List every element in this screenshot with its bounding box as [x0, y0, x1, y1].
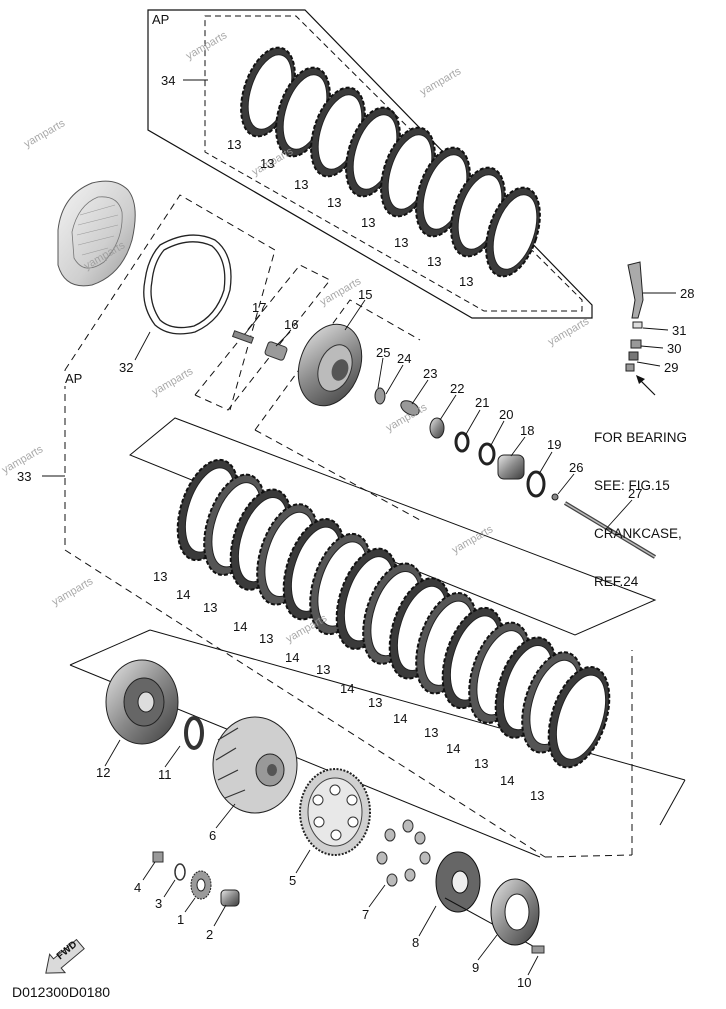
spring-part — [264, 341, 288, 361]
stack-plate-label: 13 — [259, 631, 274, 646]
kit-plate-label: 13 — [427, 254, 442, 269]
push-rod-part — [563, 501, 657, 559]
note-line: SEE: FIG.15 — [594, 478, 670, 493]
clutch-cover-part — [57, 180, 136, 287]
part-label-16: 16 — [284, 317, 299, 332]
part-label-4: 4 — [134, 880, 142, 895]
part-label-21: 21 — [475, 395, 490, 410]
clutch-boss-part — [212, 716, 298, 814]
kit-plate-stack — [240, 46, 541, 278]
part-label-5: 5 — [289, 873, 297, 888]
stack-plate-label: 14 — [446, 741, 461, 756]
kit-plate-label: 13 — [459, 274, 474, 289]
stack-plate-label: 13 — [530, 788, 545, 803]
stack-plate-label: 14 — [285, 650, 300, 665]
kit-plate-label: 13 — [361, 215, 376, 230]
part-label-11: 11 — [158, 767, 172, 782]
bolt-part — [231, 330, 255, 344]
primary-driven-gear-part — [105, 659, 179, 745]
note-line: FOR BEARING — [594, 430, 688, 445]
thrust-washer-part — [184, 716, 204, 750]
kit-plate-label: 13 — [294, 177, 309, 192]
part-label-19: 19 — [547, 437, 562, 452]
part-label-18: 18 — [520, 423, 535, 438]
part-label-25: 25 — [376, 345, 391, 360]
kit-plate-label: 13 — [260, 156, 275, 171]
collar-part — [220, 889, 240, 907]
stack-plate-label: 14 — [176, 587, 191, 602]
friction-plate — [547, 666, 611, 769]
part-label-20: 20 — [499, 407, 514, 422]
kit-plate-label: 13 — [227, 137, 242, 152]
damper-set-part — [376, 819, 431, 887]
stack-plate-label: 13 — [368, 695, 383, 710]
stack-plate-label: 13 — [316, 662, 331, 677]
stack-plate-label: 14 — [340, 681, 355, 696]
part-label-10: 10 — [517, 975, 532, 990]
kit-box-outer — [147, 9, 593, 319]
plate-stack — [176, 458, 611, 769]
stack-plate-label: 14 — [393, 711, 408, 726]
part-label-33: 33 — [17, 469, 32, 484]
boss-region — [194, 264, 421, 521]
part-label-6: 6 — [209, 828, 217, 843]
one-way-clutch-part — [490, 878, 540, 946]
part-label-9: 9 — [472, 960, 480, 975]
part-label-30: 30 — [667, 341, 682, 356]
kit-box-inner — [204, 15, 583, 312]
part-label-26: 26 — [569, 460, 584, 475]
note-line: REF.24 — [594, 574, 639, 589]
stack-plate-label: 13 — [153, 569, 168, 584]
damper-plate-part — [435, 851, 481, 913]
part-label-1: 1 — [177, 912, 185, 927]
stack-plate-label: 13 — [203, 600, 218, 615]
bearing-group — [374, 387, 559, 501]
screw-part — [531, 945, 545, 954]
part-label-32: 32 — [119, 360, 134, 375]
gasket-region — [64, 194, 633, 858]
stack-plate-label: 14 — [500, 773, 515, 788]
part-label-8: 8 — [412, 935, 420, 950]
group-label-left: AP — [64, 371, 84, 386]
bearing-note: FOR BEARING SEE: FIG.15 CRANKCASE, REF.2… — [594, 398, 687, 606]
small-gear-part — [190, 870, 212, 900]
stack-plate-label: 13 — [474, 756, 489, 771]
part-label-22: 22 — [450, 381, 465, 396]
kit-plate-label: 13 — [394, 235, 409, 250]
part-label-2: 2 — [206, 927, 214, 942]
part-label-17: 17 — [252, 300, 267, 315]
gasket-part — [143, 234, 232, 335]
part-label-12: 12 — [96, 765, 111, 780]
pointer-arrow-icon — [636, 375, 656, 396]
part-label-23: 23 — [423, 366, 438, 381]
part-label-28: 28 — [680, 286, 695, 301]
circlip-part — [174, 863, 186, 881]
part-label-3: 3 — [155, 896, 163, 911]
part-label-29: 29 — [664, 360, 679, 375]
nut-part — [152, 851, 164, 863]
leader-lines — [42, 79, 676, 976]
part-label-15: 15 — [358, 287, 373, 302]
kit-plate — [485, 186, 541, 278]
part-label-31: 31 — [672, 323, 687, 338]
kit-plate-label: 13 — [327, 195, 342, 210]
part-label-27: 27 — [628, 486, 643, 501]
part-label-34: 34 — [161, 73, 176, 88]
fwd-arrow-icon — [45, 938, 85, 974]
part-label-24: 24 — [397, 351, 412, 366]
stack-plate-label: 13 — [424, 725, 439, 740]
stack-plate-label: 14 — [233, 619, 248, 634]
drive-gear-part — [299, 768, 371, 856]
push-lever-part — [625, 261, 644, 372]
part-label-7: 7 — [362, 907, 370, 922]
diagram-code: D012300D0180 — [12, 984, 111, 1000]
pressure-plate-part — [297, 323, 363, 407]
note-line: CRANKCASE, — [594, 526, 682, 541]
group-label-top: AP — [151, 12, 171, 27]
